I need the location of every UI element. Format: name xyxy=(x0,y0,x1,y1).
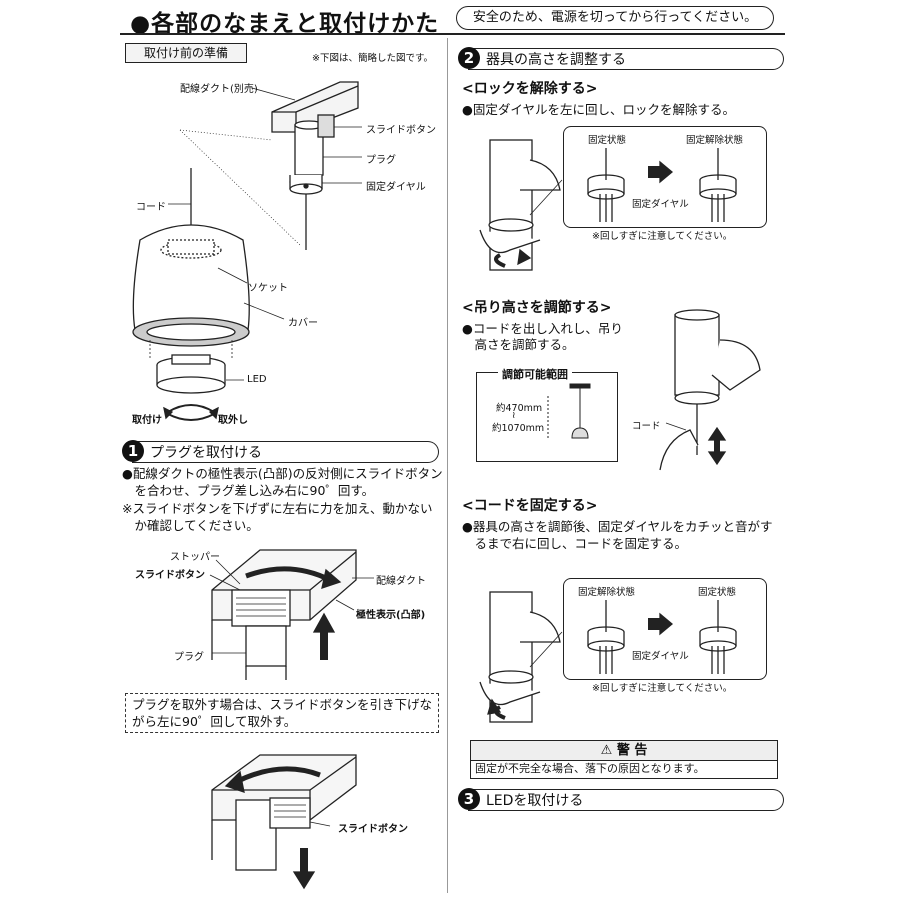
step2-number: 2 xyxy=(458,47,480,69)
step3-title: LEDを取付ける xyxy=(486,793,584,809)
label-plug: プラグ xyxy=(366,155,396,166)
fix-state-locked: 固定状態 xyxy=(698,587,737,598)
fix-state-released: 固定解除状態 xyxy=(578,587,636,598)
step3-header xyxy=(468,789,784,811)
simplified-note: ※下図は、簡略した図です。 xyxy=(312,53,434,64)
step1-line1: ●配線ダクトの極性表示(凸部)の反対側にスライドボタン xyxy=(122,466,443,481)
height-min: 約470mm xyxy=(496,403,543,414)
step1-line2: を合わせ、プラグ差し込み右に90゜回す。 xyxy=(122,483,375,498)
height-heading: <吊り高さを調節する> xyxy=(462,300,612,316)
label-slide-button-remove: スライドボタン xyxy=(338,824,408,835)
unlock-state-released: 固定解除状態 xyxy=(686,135,744,146)
unlock-state-locked: 固定状態 xyxy=(588,135,627,146)
label-polarity: 極性表示(凸部) xyxy=(356,610,426,621)
height-cord-label: コード xyxy=(632,421,661,432)
height-line1: ●コードを出し入れし、吊り xyxy=(462,321,623,336)
unlock-heading: <ロックを解除する> xyxy=(462,81,598,97)
label-cover: カバー xyxy=(288,318,318,329)
step1-title: プラグを取付ける xyxy=(150,445,262,461)
label-plug-step1: プラグ xyxy=(174,652,204,663)
warning-header: ⚠ 警 告 xyxy=(470,740,778,761)
unlock-caution: ※回しすぎに注意してください。 xyxy=(592,231,733,242)
warning-text: 固定が不完全な場合、落下の原因となります。 xyxy=(470,760,778,779)
step1-note1: ※スライドボタンを下げずに左右に力を加え、動かない xyxy=(122,501,433,516)
fix-line2: るまで右に回し、コードを固定する。 xyxy=(462,536,688,551)
height-max: 約1070mm xyxy=(492,423,545,434)
label-duct-step1: 配線ダクト xyxy=(376,576,426,587)
label-duct: 配線ダクト(別売) xyxy=(180,84,258,95)
fix-line1: ●器具の高さを調節後、固定ダイヤルをカチッと音がす xyxy=(462,519,773,534)
unlock-text: ●固定ダイヤルを左に回し、ロックを解除する。 xyxy=(462,102,736,117)
fix-dial-label: 固定ダイヤル xyxy=(632,651,689,662)
step1-note2: か確認してください。 xyxy=(122,518,259,533)
remove-note-box xyxy=(125,693,439,733)
label-cord: コード xyxy=(136,202,166,213)
page-title: ●各部のなまえと取付けかた xyxy=(130,11,440,37)
fix-heading: <コードを固定する> xyxy=(462,498,598,514)
height-line2: 高さを調節する。 xyxy=(462,337,575,352)
step1-number: 1 xyxy=(122,440,144,462)
remove-note-line2: がら左に90゜回して取外す。 xyxy=(132,714,297,729)
unlock-detail-box xyxy=(563,126,767,228)
label-slide-button: スライドボタン xyxy=(366,125,436,136)
label-stopper: ストッパー xyxy=(170,552,220,563)
label-attach: 取付け xyxy=(132,415,162,426)
label-slide-button-step1: スライドボタン xyxy=(135,570,205,581)
label-socket: ソケット xyxy=(248,283,288,294)
step1-header xyxy=(132,441,439,463)
safety-notice: 安全のため、電源を切ってから行ってください。 xyxy=(456,6,774,30)
title-rule xyxy=(120,33,785,35)
height-range-title: 調節可能範囲 xyxy=(498,366,572,382)
unlock-dial-label: 固定ダイヤル xyxy=(632,199,689,210)
fix-caution: ※回しすぎに注意してください。 xyxy=(592,683,733,694)
prep-box-label: 取付け前の準備 xyxy=(125,43,247,63)
remove-note-line1: プラグを取外す場合は、スライドボタンを引き下げな xyxy=(132,697,433,712)
step2-title: 器具の高さを調整する xyxy=(486,52,626,68)
height-tilde: ≀ xyxy=(512,410,516,421)
step2-header xyxy=(468,48,784,70)
label-led: LED xyxy=(247,374,267,385)
label-dial: 固定ダイヤル xyxy=(366,182,426,193)
column-divider xyxy=(447,38,448,893)
label-remove: 取外し xyxy=(218,415,248,426)
step3-number: 3 xyxy=(458,788,480,810)
fix-detail-box xyxy=(563,578,767,680)
